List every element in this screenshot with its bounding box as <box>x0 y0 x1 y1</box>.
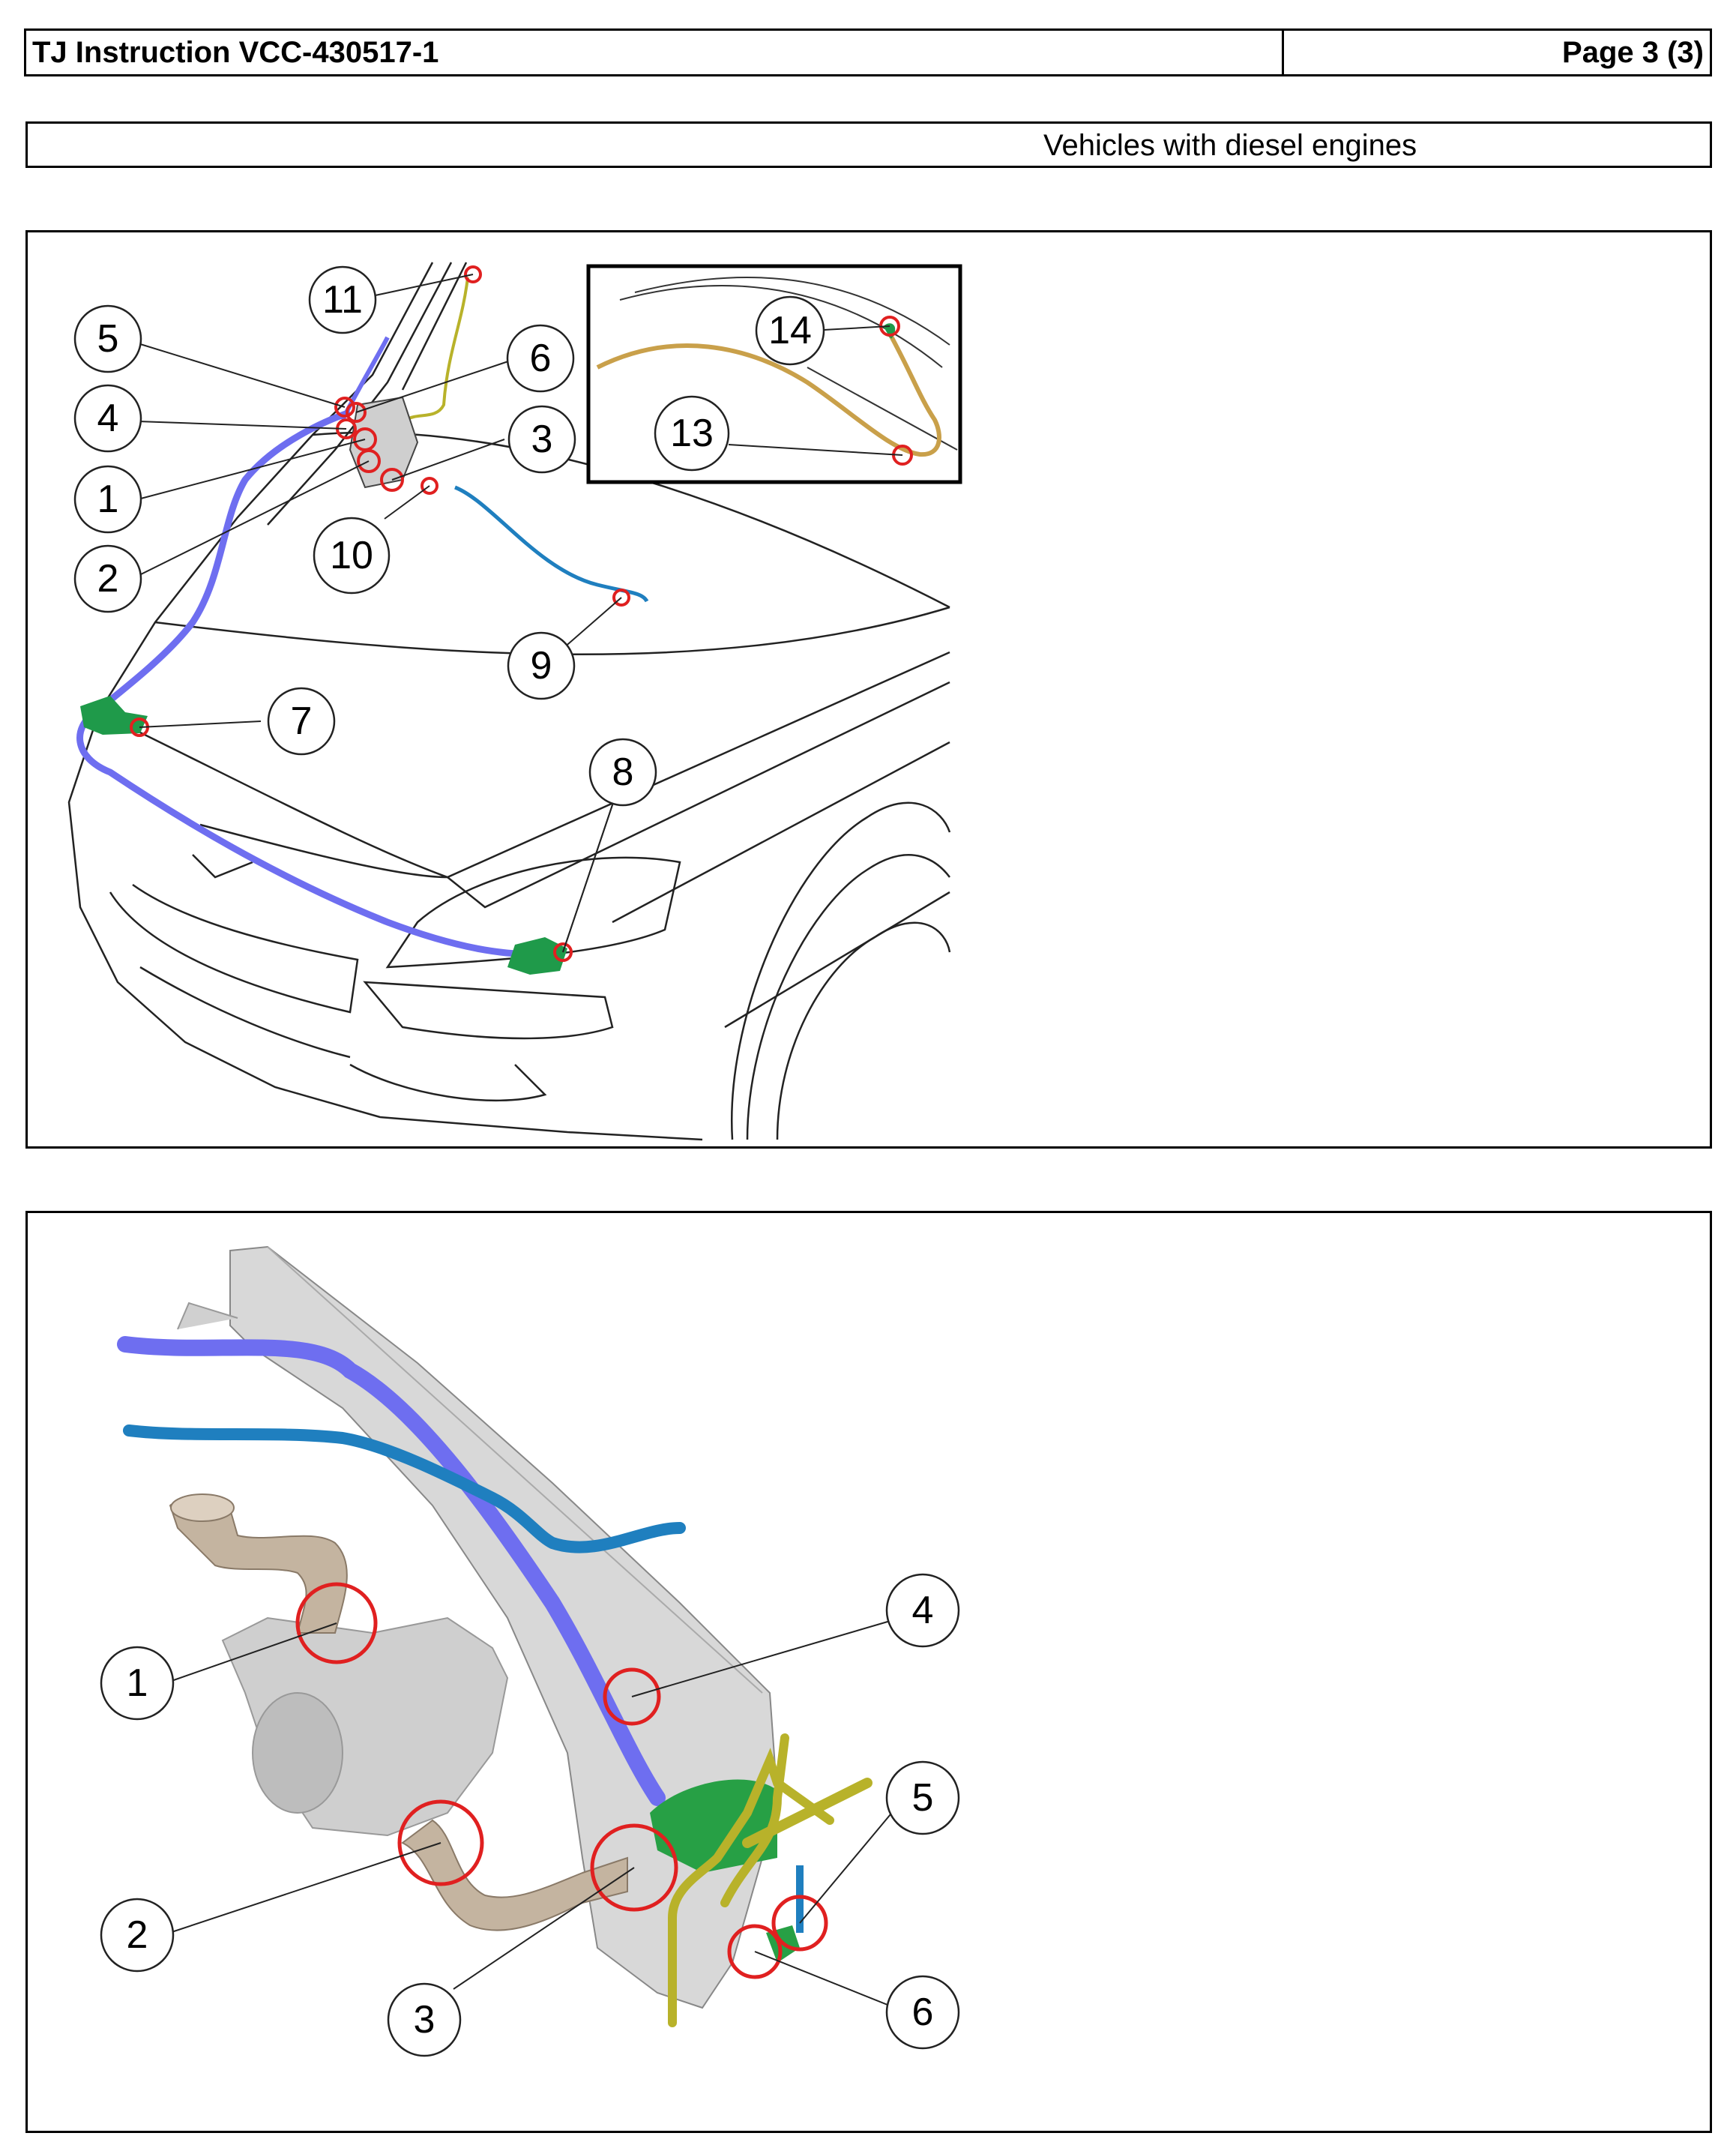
svg-text:10: 10 <box>330 534 373 577</box>
purple-hose-side <box>93 409 352 715</box>
callout-7: 7 <box>267 687 336 756</box>
yellow-hose-3 <box>742 1778 872 1848</box>
svg-text:3: 3 <box>531 418 553 461</box>
page-number: Page 3 (3) <box>1562 36 1704 69</box>
washer-pump-left <box>80 696 148 735</box>
svg-text:1: 1 <box>127 1661 148 1705</box>
connection-markers <box>295 1582 828 1979</box>
vehicle-variant-bar: Vehicles with diesel engines <box>25 121 1712 168</box>
svg-text:7: 7 <box>291 700 313 743</box>
car-overview-figure: 11 5 6 4 3 1 2 10 <box>25 230 1712 1149</box>
svg-text:4: 4 <box>912 1589 934 1632</box>
callout-10: 10 <box>313 517 391 595</box>
instruction-title: TJ Instruction VCC-430517-1 <box>26 31 1284 74</box>
blue-hose <box>454 485 649 603</box>
callout-6: 6 <box>506 324 575 393</box>
svg-text:5: 5 <box>912 1776 934 1820</box>
svg-text:9: 9 <box>531 644 552 688</box>
callout-1: 1 <box>100 1646 175 1721</box>
purple-hose-front <box>76 709 561 958</box>
yellow-hose <box>405 277 469 421</box>
callout-2: 2 <box>100 1898 175 1973</box>
svg-text:11: 11 <box>322 278 363 322</box>
callout-14: 14 <box>755 295 825 366</box>
blue-hose <box>123 1425 686 1553</box>
reservoir-detail-illustration: 4 1 5 2 6 3 <box>100 1245 960 2057</box>
car-overview-illustration: 11 5 6 4 3 1 2 10 <box>67 262 962 1141</box>
yellow-hose-2 <box>720 1733 789 1907</box>
callout-9: 9 <box>507 631 576 700</box>
washer-pump <box>650 1779 777 1873</box>
svg-text:4: 4 <box>97 397 119 440</box>
callout-13: 13 <box>654 395 730 472</box>
svg-text:2: 2 <box>127 1913 148 1957</box>
document-header: TJ Instruction VCC-430517-1 Page 3 (3) <box>24 28 1712 76</box>
svg-text:1: 1 <box>97 478 119 521</box>
svg-text:6: 6 <box>912 1991 934 2034</box>
inset-detail: 14 13 <box>586 264 962 484</box>
callout-8: 8 <box>588 738 657 807</box>
callout-11: 11 <box>308 265 377 334</box>
callout-5: 5 <box>885 1760 960 1835</box>
svg-text:8: 8 <box>612 750 634 794</box>
callout-4: 4 <box>885 1573 960 1648</box>
callout-2: 2 <box>73 544 142 613</box>
svg-text:13: 13 <box>670 412 714 455</box>
svg-text:3: 3 <box>414 1998 435 2042</box>
yellow-hose-1 <box>668 1748 834 2027</box>
fender-panel <box>229 1245 779 2009</box>
svg-text:2: 2 <box>97 557 119 601</box>
callout-5: 5 <box>73 304 142 373</box>
vehicle-variant-label: Vehicles with diesel engines <box>1043 129 1417 162</box>
callout-3: 3 <box>507 405 576 474</box>
callout-leaders <box>169 1619 895 2007</box>
callout-4: 4 <box>73 384 142 453</box>
callout-3: 3 <box>387 1982 462 2057</box>
svg-text:5: 5 <box>97 317 119 361</box>
callout-1: 1 <box>73 465 142 534</box>
callout-6: 6 <box>885 1975 960 2050</box>
washer-pump-right <box>507 937 567 975</box>
svg-text:14: 14 <box>768 309 812 352</box>
svg-text:6: 6 <box>530 337 552 380</box>
reservoir-detail-figure: 4 1 5 2 6 3 <box>25 1211 1712 2133</box>
